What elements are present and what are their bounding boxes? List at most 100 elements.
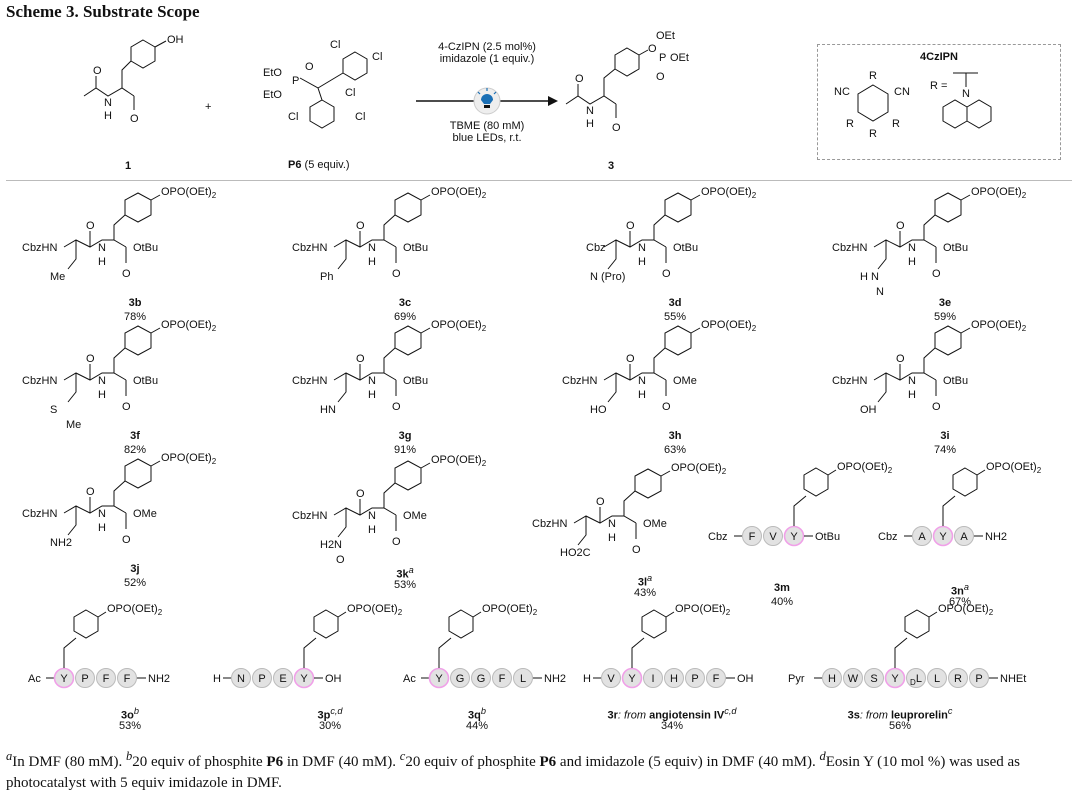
- c-terminus: OtBu: [133, 375, 158, 387]
- c-terminus: OMe: [133, 508, 157, 520]
- svg-text:H: H: [98, 522, 106, 534]
- svg-text:O: O: [648, 43, 657, 55]
- product-label: 3: [608, 160, 614, 172]
- side-chain-text: HO: [590, 404, 607, 416]
- c-terminus: OMe: [673, 375, 697, 387]
- yield-3c: 69%: [393, 311, 417, 323]
- n-terminus: CbzHN: [832, 242, 868, 254]
- residue-bead-N: N: [231, 668, 251, 688]
- svg-text:N: N: [908, 375, 916, 387]
- residue-bead-DL: DL: [906, 668, 926, 688]
- svg-text:F: F: [124, 673, 131, 685]
- svg-text:OPO(OEt)2: OPO(OEt)2: [971, 319, 1027, 333]
- svg-text:H: H: [638, 389, 646, 401]
- svg-text:N: N: [368, 242, 376, 254]
- conditions-bottom: TBME (80 mM) blue LEDs, r.t.: [412, 120, 562, 144]
- svg-text:G: G: [456, 673, 465, 685]
- svg-text:OPO(OEt)2: OPO(OEt)2: [701, 319, 757, 333]
- compound-label-3r: 3r: from angiotensin IVc,d: [607, 706, 737, 722]
- compound-3g-structure: OPO(OEt)2 ONH O CbzHN OtBu HN: [292, 319, 487, 416]
- peptide-n-cap: Pyr: [788, 673, 805, 685]
- residue-bead-V: V: [763, 526, 783, 546]
- svg-text:N: N: [638, 242, 646, 254]
- svg-text:A: A: [960, 531, 968, 543]
- n-terminus: CbzHN: [22, 508, 58, 520]
- residue-bead-R: R: [948, 668, 968, 688]
- yield-3i: 74%: [933, 444, 957, 456]
- svg-text:OPO(OEt)2: OPO(OEt)2: [347, 603, 403, 617]
- n-terminus: CbzHN: [832, 375, 868, 387]
- peptide-c-cap: NH2: [148, 673, 170, 685]
- svg-text:OPO(OEt)2: OPO(OEt)2: [161, 186, 217, 200]
- c-terminus: OtBu: [673, 242, 698, 254]
- c-terminus: OtBu: [403, 375, 428, 387]
- svg-text:OPO(OEt)2: OPO(OEt)2: [701, 186, 757, 200]
- n-terminus: CbzHN: [22, 375, 58, 387]
- c-terminus: OtBu: [943, 375, 968, 387]
- residue-bead-L: L: [513, 668, 533, 688]
- c-terminus: OtBu: [133, 242, 158, 254]
- yield-3f: 82%: [123, 444, 147, 456]
- scheme-title: Scheme 3. Substrate Scope: [6, 2, 200, 21]
- svg-text:O: O: [122, 534, 131, 546]
- svg-text:Y: Y: [628, 673, 636, 685]
- svg-text:P: P: [292, 75, 299, 87]
- residue-bead-Y: Y: [884, 667, 906, 689]
- svg-text:Y: Y: [939, 531, 947, 543]
- svg-text:V: V: [607, 673, 615, 685]
- side-chain-text: N: [876, 286, 884, 297]
- svg-text:G: G: [477, 673, 486, 685]
- svg-text:L: L: [934, 673, 940, 685]
- svg-text:H: H: [104, 110, 112, 122]
- svg-text:O: O: [305, 61, 314, 73]
- svg-text:H: H: [98, 256, 106, 268]
- svg-text:O: O: [392, 401, 401, 413]
- svg-text:OPO(OEt)2: OPO(OEt)2: [986, 461, 1042, 475]
- compound-3d-structure: OPO(OEt)2 ONH O Cbz OtBu N (Pro): [586, 186, 757, 283]
- svg-text:F: F: [713, 673, 720, 685]
- conditions-top: 4-CzIPN (2.5 mol%) imidazole (1 equiv.): [412, 41, 562, 65]
- side-chain-text: Me: [50, 271, 65, 283]
- svg-text:P: P: [691, 673, 698, 685]
- compound-label-3d: 3d: [668, 297, 682, 309]
- side-chain-text: H N: [860, 271, 879, 283]
- svg-text:N: N: [98, 375, 106, 387]
- svg-text:R: R: [954, 673, 962, 685]
- svg-text:F: F: [749, 531, 756, 543]
- compound-label-3n: 3na: [951, 582, 969, 598]
- svg-text:O: O: [896, 220, 905, 232]
- svg-text:F: F: [103, 673, 110, 685]
- yield-3q: 44%: [465, 720, 489, 732]
- svg-text:P: P: [975, 673, 982, 685]
- sm-label: 1: [125, 160, 131, 172]
- compound-label-3l: 3la: [637, 573, 653, 589]
- peptide-n-cap: H: [583, 673, 591, 685]
- residue-bead-Y: Y: [293, 667, 315, 689]
- oh-text: OH: [167, 34, 184, 46]
- svg-text:O: O: [596, 496, 605, 508]
- peptide-n-cap: Ac: [403, 673, 416, 685]
- svg-text:O: O: [356, 353, 365, 365]
- compound-3i-structure: OPO(OEt)2 ONH O CbzHN OtBu OH: [832, 319, 1027, 416]
- svg-text:O: O: [662, 268, 671, 280]
- svg-text:N: N: [104, 97, 112, 109]
- svg-text:Y: Y: [891, 673, 899, 685]
- svg-text:OPO(OEt)2: OPO(OEt)2: [431, 319, 487, 333]
- additive-condition: imidazole (1 equiv.): [439, 53, 535, 65]
- svg-text:P: P: [81, 673, 88, 685]
- svg-text:Cl: Cl: [330, 39, 340, 51]
- svg-text:O: O: [575, 73, 584, 85]
- svg-text:O: O: [122, 401, 131, 413]
- svg-text:A: A: [918, 531, 926, 543]
- peptide-c-cap: OH: [737, 673, 754, 685]
- svg-text:O: O: [626, 353, 635, 365]
- svg-text:O: O: [130, 113, 139, 125]
- svg-text:O: O: [356, 220, 365, 232]
- n-terminus: CbzHN: [292, 242, 328, 254]
- residue-bead-F: F: [96, 668, 116, 688]
